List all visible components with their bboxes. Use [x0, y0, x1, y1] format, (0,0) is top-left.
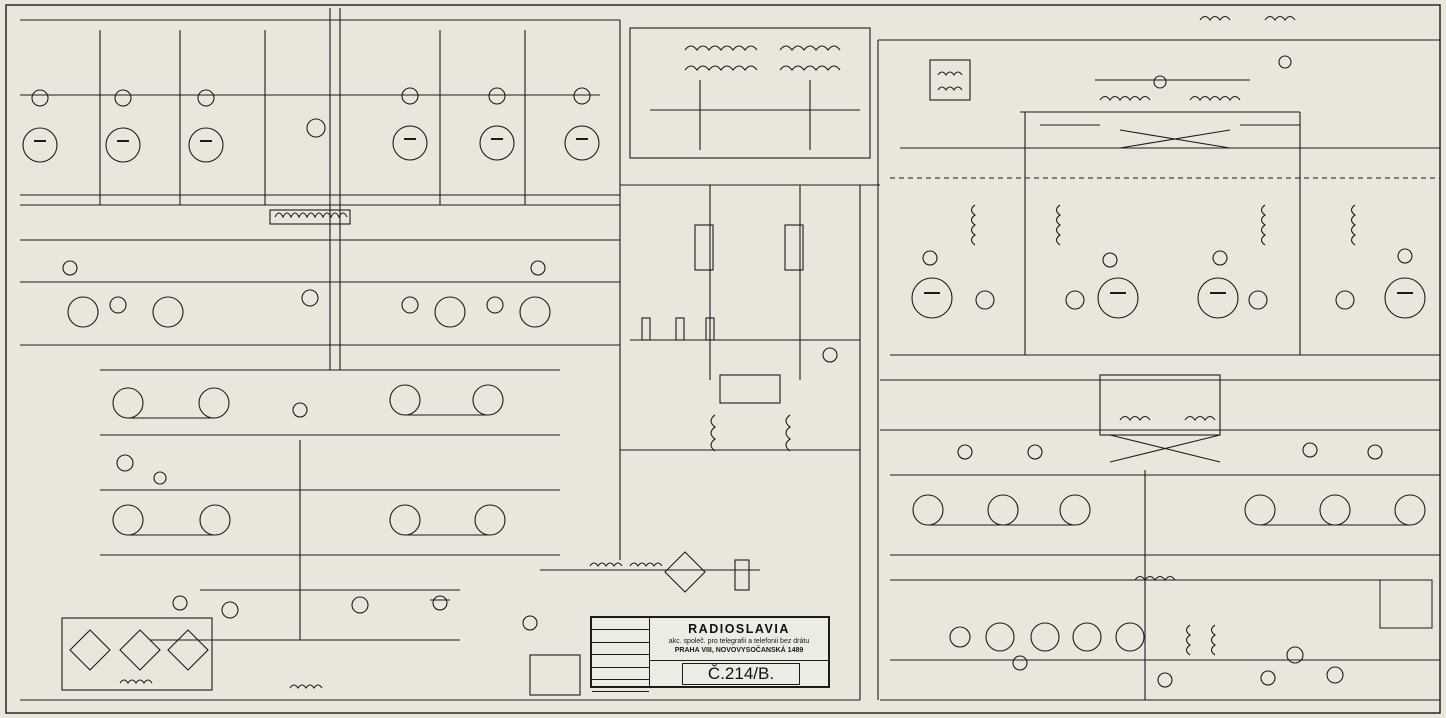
- title-block-divider: [650, 660, 828, 661]
- revision-row: [592, 630, 649, 643]
- revision-row: [592, 618, 649, 631]
- title-block-info: RADIOSLAVIA akc. společ. pro telegrafii …: [650, 618, 828, 686]
- revision-table: [592, 618, 650, 693]
- revision-row: [592, 668, 649, 680]
- revision-row: [592, 680, 649, 693]
- company-name: RADIOSLAVIA: [688, 622, 790, 636]
- revision-row: [592, 655, 649, 668]
- revision-row: [592, 643, 649, 656]
- title-block: RADIOSLAVIA akc. společ. pro telegrafii …: [590, 616, 830, 693]
- drawing-number: Č.214/B.: [682, 663, 800, 685]
- company-subtitle: akc. společ. pro telegrafii a telefonii …: [668, 638, 810, 645]
- company-address: PRAHA VIII, NOVOVYSOČANSKÁ 1489: [674, 647, 804, 654]
